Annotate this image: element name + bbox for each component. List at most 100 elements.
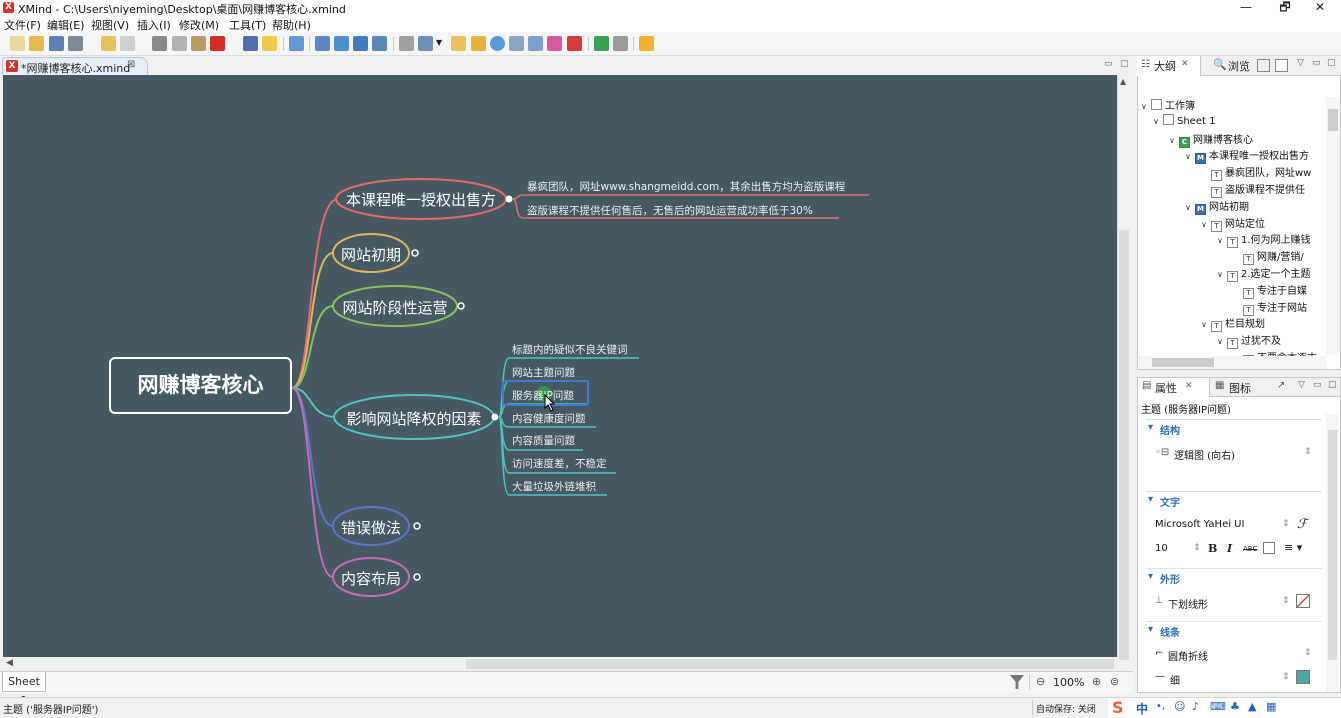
new-file-icon[interactable]: [10, 36, 25, 51]
drill-down-icon[interactable]: [289, 36, 304, 51]
subtopic[interactable]: 标题内的疑似不良关键词: [512, 344, 628, 356]
ime-skin-icon[interactable]: ▲: [1248, 700, 1257, 713]
brainstorm-icon[interactable]: [262, 36, 277, 51]
branch-topic-early-stage[interactable]: 网站初期: [340, 246, 401, 264]
view-menu-icon[interactable]: ▽: [1298, 380, 1305, 390]
panel-minimize-icon[interactable]: ▭: [1312, 58, 1321, 68]
print-icon[interactable]: [68, 36, 83, 51]
presentation-icon[interactable]: [243, 36, 258, 51]
central-topic[interactable]: 网赚博客核心: [137, 373, 264, 397]
subtopic[interactable]: 暴疯团队，网址www.shangmeidd.com，其余出售方均为盗版课程: [527, 181, 846, 193]
arrow-down-icon[interactable]: [594, 36, 609, 51]
line-shape-spinner-icon[interactable]: ⇕: [1304, 648, 1312, 658]
upgrade-arrow-icon[interactable]: [639, 36, 654, 51]
maximize-button[interactable]: 🗗: [1279, 0, 1291, 14]
sheet-tab[interactable]: Sheet 1: [2, 672, 46, 707]
view-menu-icon[interactable]: ▽: [1297, 58, 1304, 68]
chevron-down-icon[interactable]: ∨: [1217, 236, 1223, 246]
panel-maximize-icon[interactable]: ▢: [1328, 380, 1337, 390]
label-icon[interactable]: [451, 36, 466, 51]
insert-parent-icon[interactable]: [372, 36, 387, 51]
arrow-up-icon[interactable]: [613, 36, 628, 51]
font-spinner-icon[interactable]: ⇕: [1282, 519, 1290, 529]
notes-icon[interactable]: [471, 36, 486, 51]
chevron-down-icon[interactable]: ∨: [1169, 135, 1175, 145]
subtopic[interactable]: 内容健康度问题: [512, 413, 586, 425]
insert-image-icon[interactable]: [418, 36, 433, 51]
panel-maximize-icon[interactable]: ▢: [1327, 58, 1336, 68]
properties-scrollbar[interactable]: [1326, 414, 1339, 691]
properties-scroll-thumb[interactable]: [1328, 430, 1337, 660]
editor-maximize-icon[interactable]: ▢: [1120, 59, 1129, 69]
marker-icon[interactable]: [490, 36, 505, 51]
menu-edit[interactable]: 编辑(E): [47, 19, 85, 32]
chevron-down-icon[interactable]: ∨: [1201, 320, 1207, 330]
zoom-fit-icon[interactable]: ⊜: [1110, 675, 1120, 688]
tab-close-icon[interactable]: ✕: [1181, 59, 1189, 69]
new-view-icon[interactable]: ↗: [1277, 380, 1286, 391]
zoom-out-icon[interactable]: ⊖: [1036, 675, 1046, 688]
branch-topic-wrong-practices[interactable]: 错误做法: [340, 519, 401, 537]
structure-value[interactable]: 逻辑图 (向右): [1174, 451, 1235, 462]
filter-icon[interactable]: [1010, 675, 1024, 689]
chevron-down-icon[interactable]: ∨: [1185, 152, 1191, 162]
section-line-toggle[interactable]: ▾: [1148, 624, 1154, 635]
menu-help[interactable]: 帮助(H): [272, 19, 311, 32]
line-shape-value[interactable]: 圆角折线: [1168, 652, 1208, 663]
fill-color-none-swatch[interactable]: [1296, 594, 1310, 608]
branch-topic-content-layout[interactable]: 内容布局: [340, 570, 401, 588]
structure-spinner-icon[interactable]: ⇕: [1304, 447, 1312, 457]
branch-topic-downrank-factors[interactable]: 影响网站降权的因素: [346, 410, 482, 428]
insert-subtopic-icon[interactable]: [334, 36, 349, 51]
chevron-down-icon[interactable]: ∨: [1153, 116, 1159, 126]
section-structure-toggle[interactable]: ▾: [1148, 422, 1154, 433]
panel-minimize-icon[interactable]: ▭: [1313, 380, 1322, 390]
subtopic[interactable]: 访问速度差，不稳定: [512, 458, 607, 470]
subtopic-selected[interactable]: 服务器IP问题: [512, 390, 574, 402]
chevron-down-icon[interactable]: ∨: [1141, 102, 1147, 111]
chevron-down-icon[interactable]: ∨: [1217, 270, 1223, 279]
branch-topic-stage-operation[interactable]: 网站阶段性运营: [342, 299, 448, 317]
chevron-down-icon[interactable]: ∨: [1201, 219, 1207, 229]
branch-topic-authorized-seller[interactable]: 本课程唯一授权出售方: [345, 191, 496, 209]
outline-item[interactable]: ∨工作簿: [1141, 97, 1195, 112]
tab-outline[interactable]: [1137, 56, 1201, 76]
sogou-logo-icon[interactable]: S: [1112, 698, 1124, 717]
summary-icon[interactable]: [528, 36, 543, 51]
ime-emoji-icon[interactable]: ☺: [1174, 700, 1186, 713]
delete-icon[interactable]: [210, 36, 225, 51]
ime-chinese-mode[interactable]: 中: [1136, 702, 1149, 716]
shape-value[interactable]: 下划线形: [1168, 600, 1208, 611]
outline-hscroll-thumb[interactable]: [1152, 358, 1214, 367]
close-button[interactable]: ✕: [1314, 0, 1326, 14]
outline-scroll-thumb[interactable]: [1328, 109, 1338, 131]
tab-close-icon[interactable]: ✕: [1185, 381, 1193, 391]
subtopic[interactable]: 大量垃圾外链堆积: [512, 481, 596, 493]
editor-minimize-icon[interactable]: ▭: [1104, 59, 1113, 69]
ime-keyboard-icon[interactable]: ⌨: [1210, 700, 1226, 713]
ime-voice-icon[interactable]: ♪: [1192, 700, 1200, 713]
open-folder-icon[interactable]: [29, 36, 44, 51]
menu-insert[interactable]: 插入(I): [137, 19, 171, 32]
line-color-swatch[interactable]: [1296, 670, 1310, 684]
chevron-down-icon[interactable]: ∨: [1217, 337, 1223, 347]
font-size-spinner-icon[interactable]: ⇕: [1193, 543, 1201, 553]
font-picker-icon[interactable]: ℱ: [1297, 517, 1308, 532]
outline-vertical-scrollbar[interactable]: [1326, 97, 1340, 355]
shape-spinner-icon[interactable]: ⇕: [1282, 596, 1290, 606]
font-size-select[interactable]: 10: [1155, 543, 1168, 554]
expand-all-icon[interactable]: [1275, 59, 1288, 72]
line-width-value[interactable]: 细: [1170, 676, 1180, 687]
save-icon[interactable]: [49, 36, 64, 51]
zoom-in-icon[interactable]: ⊕: [1092, 675, 1102, 688]
subtopic[interactable]: 网站主题问题: [512, 367, 575, 379]
copy-icon[interactable]: [172, 36, 187, 51]
